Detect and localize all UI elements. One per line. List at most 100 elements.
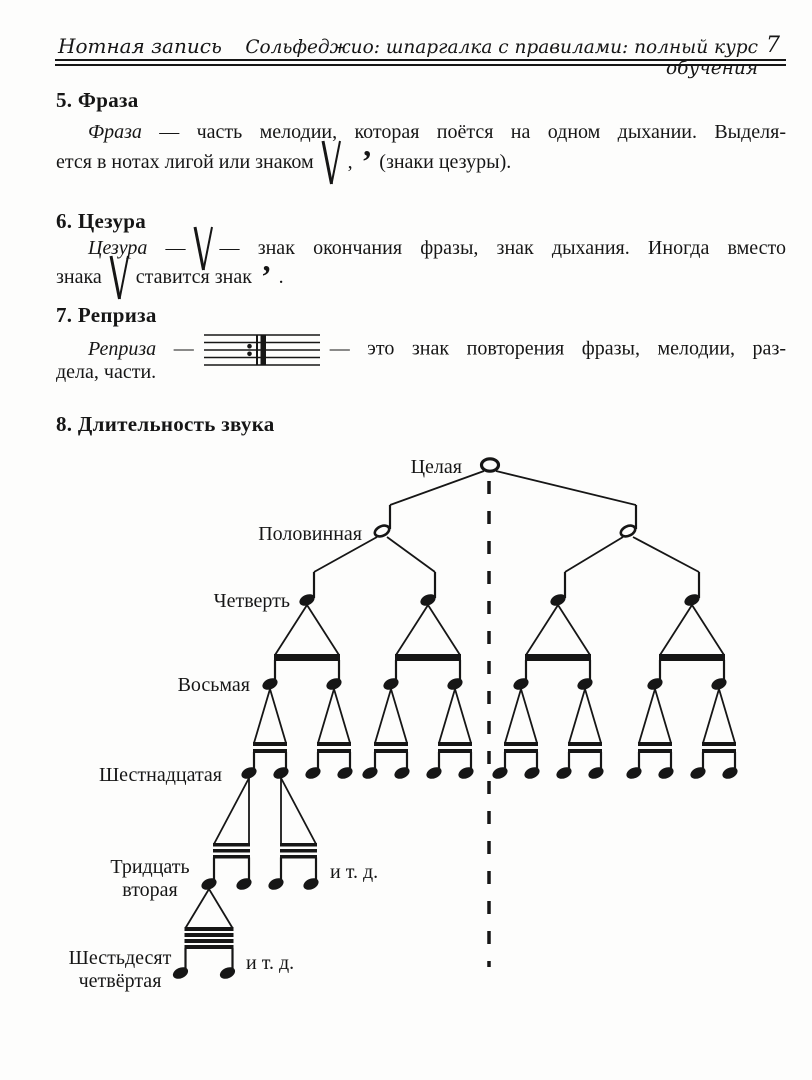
note-head xyxy=(577,678,593,690)
tree-branch-line xyxy=(454,688,472,744)
term-fraza: Фраза xyxy=(88,121,142,143)
p5-line1: Фраза — часть мелодии, которая поётся на… xyxy=(56,119,786,145)
note-head xyxy=(447,678,463,690)
beam xyxy=(184,939,234,943)
p6-line1: Цезура —— знак окончания фразы, знак дых… xyxy=(56,226,786,272)
beam xyxy=(184,945,234,949)
note-head xyxy=(588,767,604,779)
label-quarter: Четверть xyxy=(214,590,290,612)
beam xyxy=(438,749,472,753)
note-head xyxy=(262,678,278,690)
tree-branch-line xyxy=(702,688,720,744)
label-half: Половинная xyxy=(258,523,362,545)
tree-branch-line xyxy=(389,470,485,506)
beam xyxy=(374,742,408,746)
beam xyxy=(638,742,672,746)
note-head xyxy=(268,878,284,890)
note-head xyxy=(201,878,217,890)
tree-branch-line xyxy=(632,536,700,573)
label-sixty-fourth: Шестьдесят xyxy=(69,947,172,969)
label-sixteenth: Шестнадцатая xyxy=(99,764,222,786)
tree-branch-line xyxy=(313,536,378,573)
beam xyxy=(702,749,736,753)
p6-line2-mid: ставится знак xyxy=(135,266,252,288)
beam xyxy=(374,749,408,753)
half-note-head xyxy=(373,524,391,538)
tree-branch-line xyxy=(718,688,736,744)
note-head xyxy=(326,678,342,690)
tree-branch-line xyxy=(557,604,591,656)
beam xyxy=(184,933,234,937)
p7-line2: дела, части. xyxy=(56,361,157,383)
section-heading-5: 5. Фраза xyxy=(56,88,139,112)
note-head xyxy=(394,767,410,779)
note-head xyxy=(172,967,189,979)
beam xyxy=(213,843,250,847)
page-number: 7 xyxy=(766,33,780,58)
beam xyxy=(317,742,351,746)
beam xyxy=(280,843,317,847)
section-heading-7: 7. Реприза xyxy=(56,303,157,327)
note-head xyxy=(458,767,474,779)
beam xyxy=(504,749,538,753)
p5-line2-text: ется в нотах лигой или знаком xyxy=(56,151,314,173)
label-thirty-second: вторая xyxy=(122,879,178,901)
tree-branch-line xyxy=(584,688,602,744)
p7-line1-text: — это знак повторения фразы, мелодии, ра… xyxy=(329,337,786,360)
beam xyxy=(638,749,672,753)
beam xyxy=(568,742,602,746)
label-eighth: Восьмая xyxy=(178,674,250,696)
tree-branch-line xyxy=(184,888,210,929)
dash: — xyxy=(165,237,186,259)
tree-branch-line xyxy=(333,688,351,744)
header-double-rule xyxy=(55,59,786,66)
label-sixty-fourth: четвёртая xyxy=(79,970,162,992)
tree-branch-line xyxy=(638,688,656,744)
dash: — xyxy=(173,337,194,360)
note-head xyxy=(690,767,706,779)
tree-branch-line xyxy=(564,536,624,573)
beam xyxy=(274,654,340,661)
tree-branch-line xyxy=(317,688,335,744)
note-head xyxy=(513,678,529,690)
label-whole: Целая xyxy=(411,456,462,478)
tree-branch-line xyxy=(520,688,538,744)
p5-line2-tail: (знаки цезуры). xyxy=(379,151,512,173)
breath-comma-icon: ’ xyxy=(361,143,373,179)
note-head xyxy=(722,767,738,779)
tree-branch-line xyxy=(438,688,456,744)
half-note-head xyxy=(619,524,637,538)
note-head xyxy=(556,767,572,779)
tree-branch-line xyxy=(213,777,250,845)
tree-branch-line xyxy=(495,470,637,506)
label-thirty-second: Тридцать xyxy=(110,856,189,878)
caesura-v-icon xyxy=(193,226,213,271)
tree-branch-line xyxy=(253,688,271,744)
beam xyxy=(184,927,234,931)
label-etc: и т. д. xyxy=(246,952,294,974)
p6-line2-end: . xyxy=(278,266,284,288)
tree-branch-line xyxy=(390,688,408,744)
note-head xyxy=(626,767,642,779)
note-head xyxy=(337,767,353,779)
note-head xyxy=(273,767,289,779)
tree-branch-line xyxy=(208,888,234,929)
beam xyxy=(280,855,317,859)
note-head xyxy=(524,767,540,779)
beam xyxy=(659,654,725,661)
note-head xyxy=(420,594,436,606)
p6-line2-text: знака xyxy=(56,266,102,288)
tree-branch-line xyxy=(659,604,693,656)
term-cezura: Цезура xyxy=(88,237,148,259)
note-head xyxy=(426,767,442,779)
note-head xyxy=(236,878,252,890)
running-head-title: Сольфеджио: шпаргалка с правилами: полны… xyxy=(245,37,758,79)
p5-line1-text: — часть мелодии, которая поётся на одном… xyxy=(141,121,786,143)
note-head xyxy=(362,767,378,779)
tree-branch-line xyxy=(568,688,586,744)
tree-branch-line xyxy=(274,604,308,656)
note-head xyxy=(658,767,674,779)
note-head xyxy=(684,594,700,606)
